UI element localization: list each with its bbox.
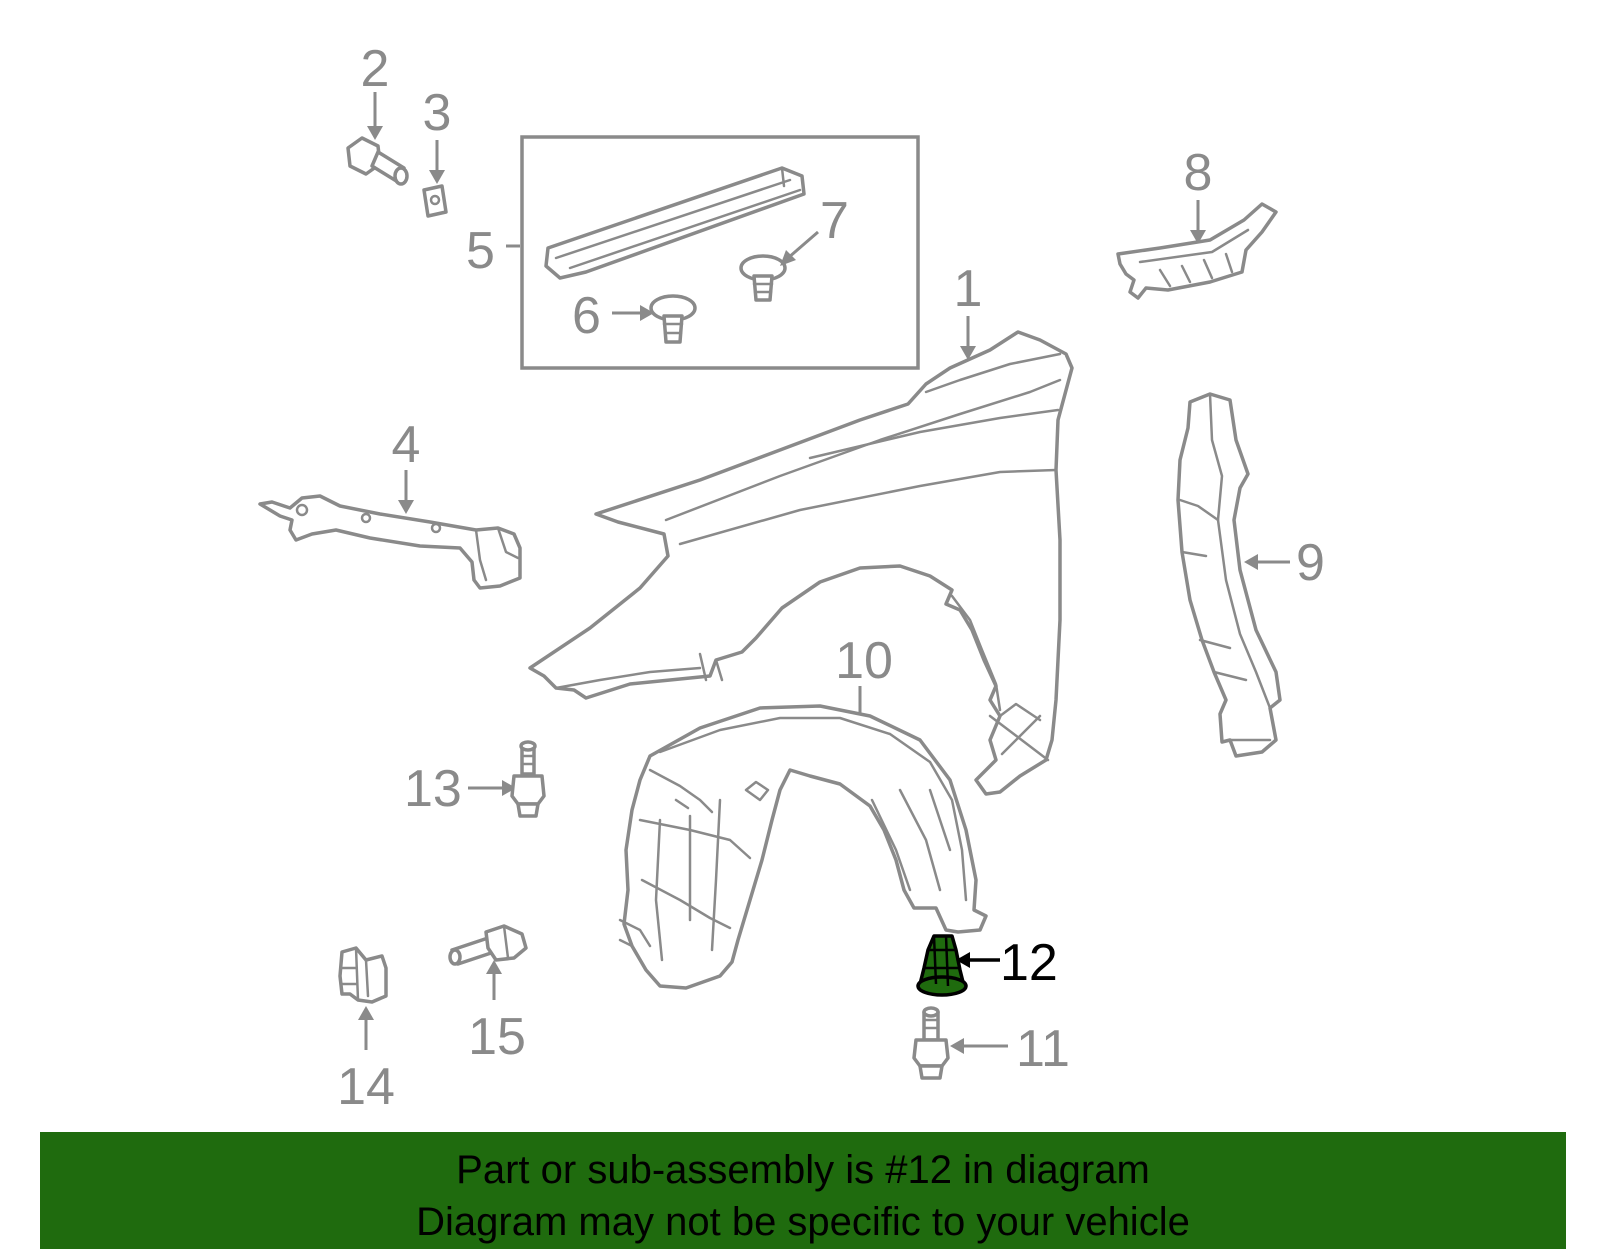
callout-12: 12 [1000, 934, 1058, 992]
callout-13: 13 [404, 760, 462, 818]
info-banner: Part or sub-assembly is #12 in diagram D… [40, 1132, 1566, 1249]
callout-5: 5 [466, 222, 495, 280]
callout-14: 14 [337, 1058, 395, 1116]
part-3-clip [422, 140, 448, 218]
banner-line-2: Diagram may not be specific to your vehi… [416, 1200, 1190, 1244]
callout-15: 15 [468, 1008, 526, 1066]
part-15-bolt [448, 924, 528, 1000]
callout-1: 1 [954, 260, 983, 318]
callout-6: 6 [572, 287, 601, 345]
part-2-bolt [346, 92, 409, 186]
callout-11: 11 [1016, 1020, 1070, 1078]
part-5-seal-kit-box [506, 135, 920, 370]
callout-7: 7 [820, 192, 849, 250]
callout-3: 3 [423, 84, 452, 142]
callout-10: 10 [835, 632, 893, 690]
part-8-bracket [1116, 200, 1278, 300]
part-14-nut-clip [338, 946, 388, 1050]
callout-4: 4 [392, 416, 421, 474]
callout-2: 2 [361, 40, 390, 98]
part-1-fender [528, 316, 1074, 796]
banner-line-1: Part or sub-assembly is #12 in diagram [456, 1148, 1150, 1192]
part-12-nut-highlighted[interactable] [916, 934, 1000, 997]
part-4-support-rail [258, 470, 522, 590]
part-13-bolt [468, 740, 546, 818]
part-6-clip [612, 294, 697, 344]
callout-8: 8 [1184, 144, 1213, 202]
callout-9: 9 [1296, 534, 1325, 592]
part-10-fender-liner [618, 686, 988, 990]
part-7-clip [739, 230, 819, 302]
part-11-bolt [912, 1006, 1008, 1080]
part-9-seal [1176, 392, 1290, 758]
